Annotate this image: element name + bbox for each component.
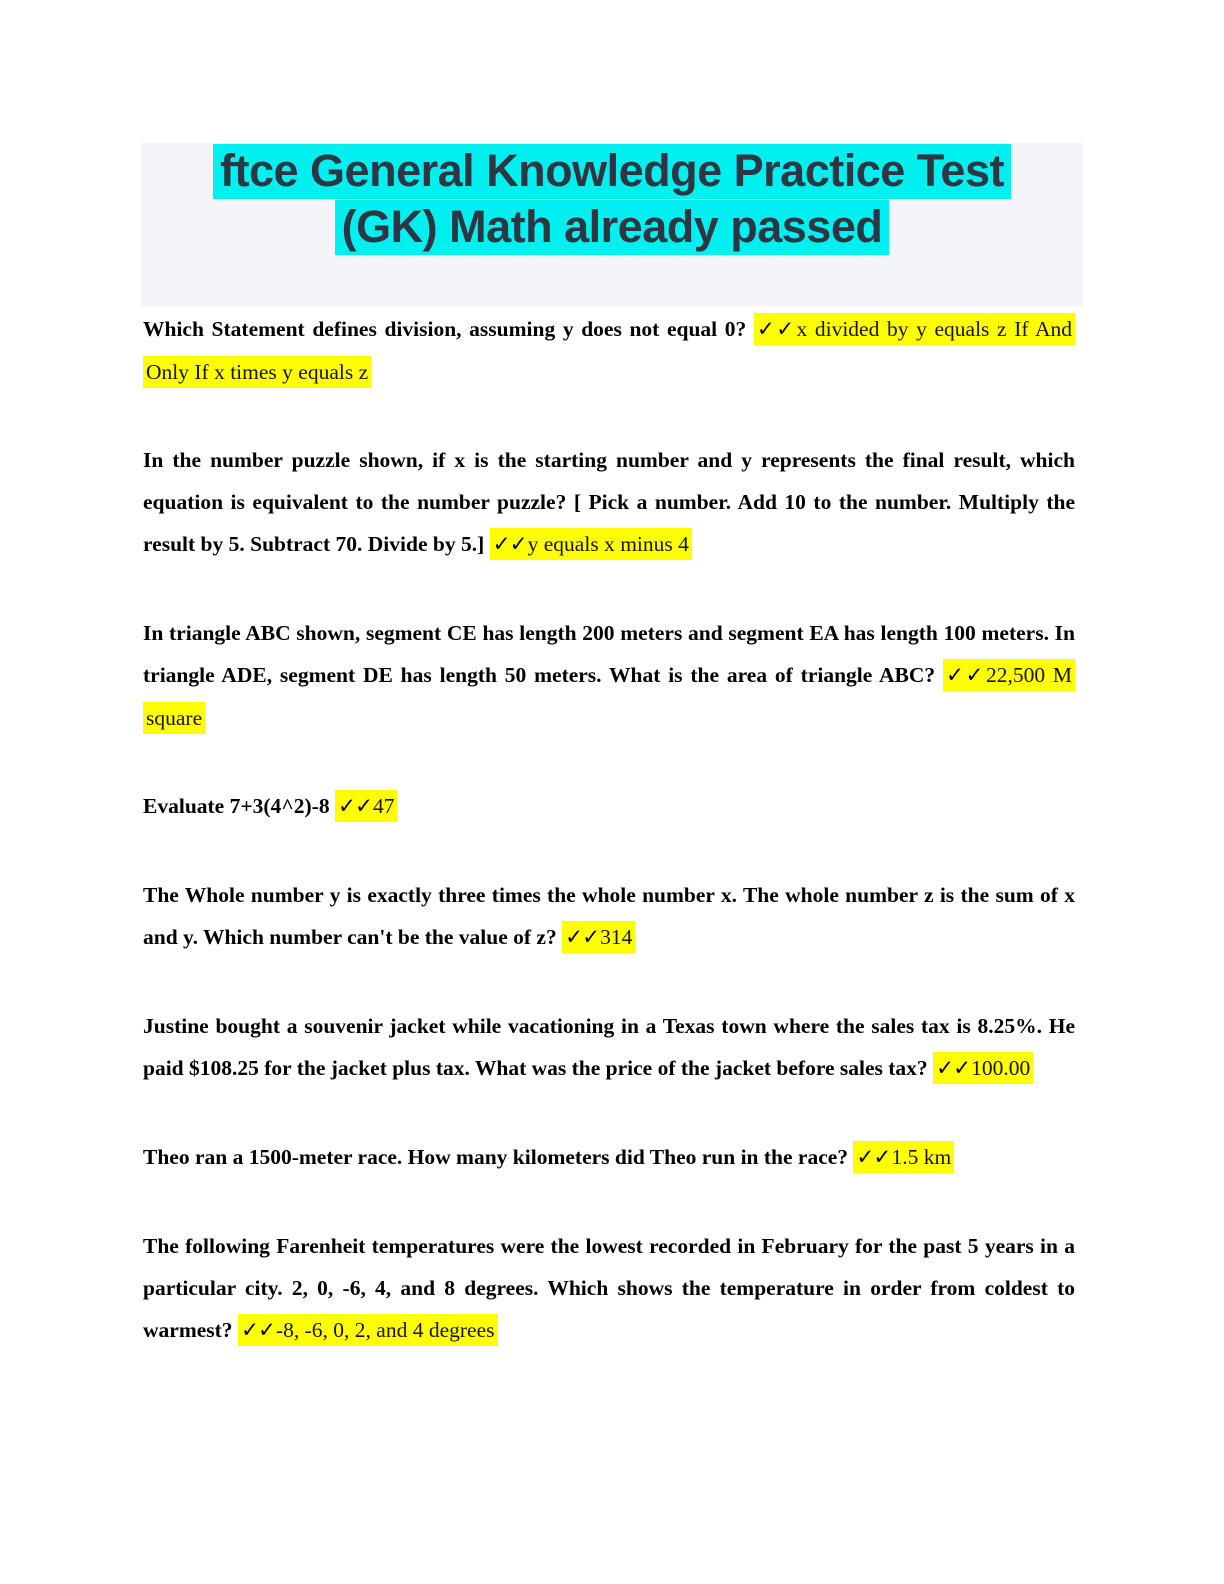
question-text: Theo ran a 1500-meter race. How many kil… xyxy=(143,1145,849,1169)
title-line-1: ftce General Knowledge Practice Test xyxy=(213,144,1011,199)
question-block-2: In the number puzzle shown, if x is the … xyxy=(143,439,1075,566)
question-block-4: Evaluate 7+3(4^2)-8 ✓✓47 xyxy=(143,785,1075,828)
double-checkmark-icon: ✓✓ xyxy=(565,925,600,950)
question-block-1: Which Statement defines division, assumi… xyxy=(143,308,1076,393)
answer-text: 47 xyxy=(372,794,395,818)
title-block: ftce General Knowledge Practice Test(GK)… xyxy=(141,143,1083,306)
question-block-6: Justine bought a souvenir jacket while v… xyxy=(143,1005,1075,1090)
answer-highlight: ✓✓1.5 km xyxy=(853,1141,955,1173)
question-text: Justine bought a souvenir jacket while v… xyxy=(143,1014,1075,1080)
question-block-7: Theo ran a 1500-meter race. How many kil… xyxy=(143,1136,1075,1179)
double-checkmark-icon: ✓✓ xyxy=(240,1318,276,1343)
answer-highlight: ✓✓47 xyxy=(334,790,398,822)
question-text: In the number puzzle shown, if x is the … xyxy=(143,448,1075,556)
question-text: In triangle ABC shown, segment CE has le… xyxy=(143,621,1075,687)
double-checkmark-icon: ✓✓ xyxy=(337,794,373,819)
answer-highlight: ✓✓100.00 xyxy=(933,1052,1034,1084)
double-checkmark-icon: ✓✓ xyxy=(492,532,528,557)
document-title: ftce General Knowledge Practice Test(GK)… xyxy=(141,143,1083,255)
question-block-8: The following Farenheit temperatures wer… xyxy=(143,1225,1075,1352)
answer-highlight: ✓✓314 xyxy=(562,921,636,953)
question-block-3: In triangle ABC shown, segment CE has le… xyxy=(143,612,1076,739)
answer-text: y equals x minus 4 xyxy=(527,532,689,556)
double-checkmark-icon: ✓✓ xyxy=(945,663,986,688)
answer-text: x divided by y equals z If And Only If x… xyxy=(146,317,1073,384)
question-text: Which Statement defines division, assumi… xyxy=(143,317,747,341)
answer-highlight: ✓✓-8, -6, 0, 2, and 4 degrees xyxy=(237,1314,498,1346)
question-list: Which Statement defines division, assumi… xyxy=(143,306,1076,1352)
question-text: The following Farenheit temperatures wer… xyxy=(143,1234,1075,1342)
double-checkmark-icon: ✓✓ xyxy=(856,1145,891,1170)
answer-text: 314 xyxy=(600,925,633,949)
answer-highlight: ✓✓y equals x minus 4 xyxy=(489,528,692,560)
title-line-2: (GK) Math already passed xyxy=(334,200,890,255)
answer-text: -8, -6, 0, 2, and 4 degrees xyxy=(275,1318,495,1342)
question-block-5: The Whole number y is exactly three time… xyxy=(143,874,1075,959)
question-text: Evaluate 7+3(4^2)-8 xyxy=(143,794,330,818)
answer-text: 1.5 km xyxy=(891,1145,952,1169)
double-checkmark-icon: ✓✓ xyxy=(756,317,797,342)
answer-text: 100.00 xyxy=(971,1056,1031,1080)
answer-text: 22,500 M square xyxy=(146,663,1073,730)
question-text: The Whole number y is exactly three time… xyxy=(143,883,1075,949)
double-checkmark-icon: ✓✓ xyxy=(936,1056,971,1081)
